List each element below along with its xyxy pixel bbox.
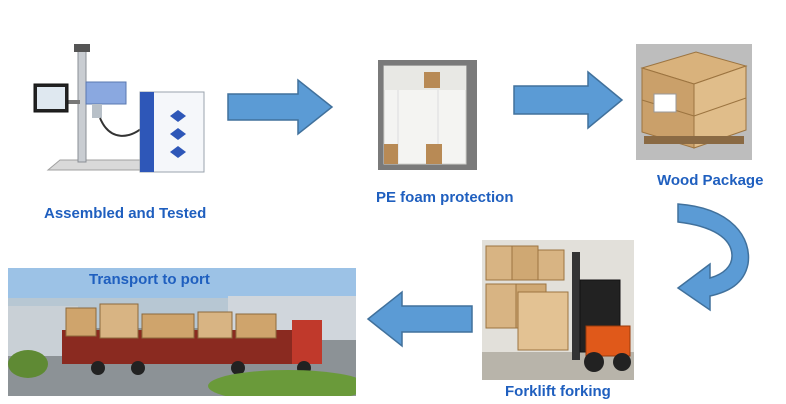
forklift-photo [482,240,634,380]
foam-photo [378,60,477,170]
flow-arrow-icon [513,70,624,130]
transport-photo [8,268,356,396]
curved-flow-arrow-icon [676,203,750,312]
foam-wrapped-box-icon [378,60,477,170]
loaded-truck-icon [8,268,356,396]
wooden-crate-icon [636,44,752,160]
wood-crate-photo [636,44,752,160]
forklift-with-crates-icon [482,240,634,380]
step-label-wood: Wood Package [657,172,764,189]
flow-arrow-icon [366,290,473,348]
flow-arrow-icon [227,78,334,136]
laser-marking-machine-icon [33,44,205,173]
step-label-forklift: Forklift forking [505,383,611,400]
step-label-transport: Transport to port [89,271,210,288]
machine-photo [30,42,212,178]
step-label-foam: PE foam protection [376,189,514,206]
step-label-assembled: Assembled and Tested [44,205,207,222]
